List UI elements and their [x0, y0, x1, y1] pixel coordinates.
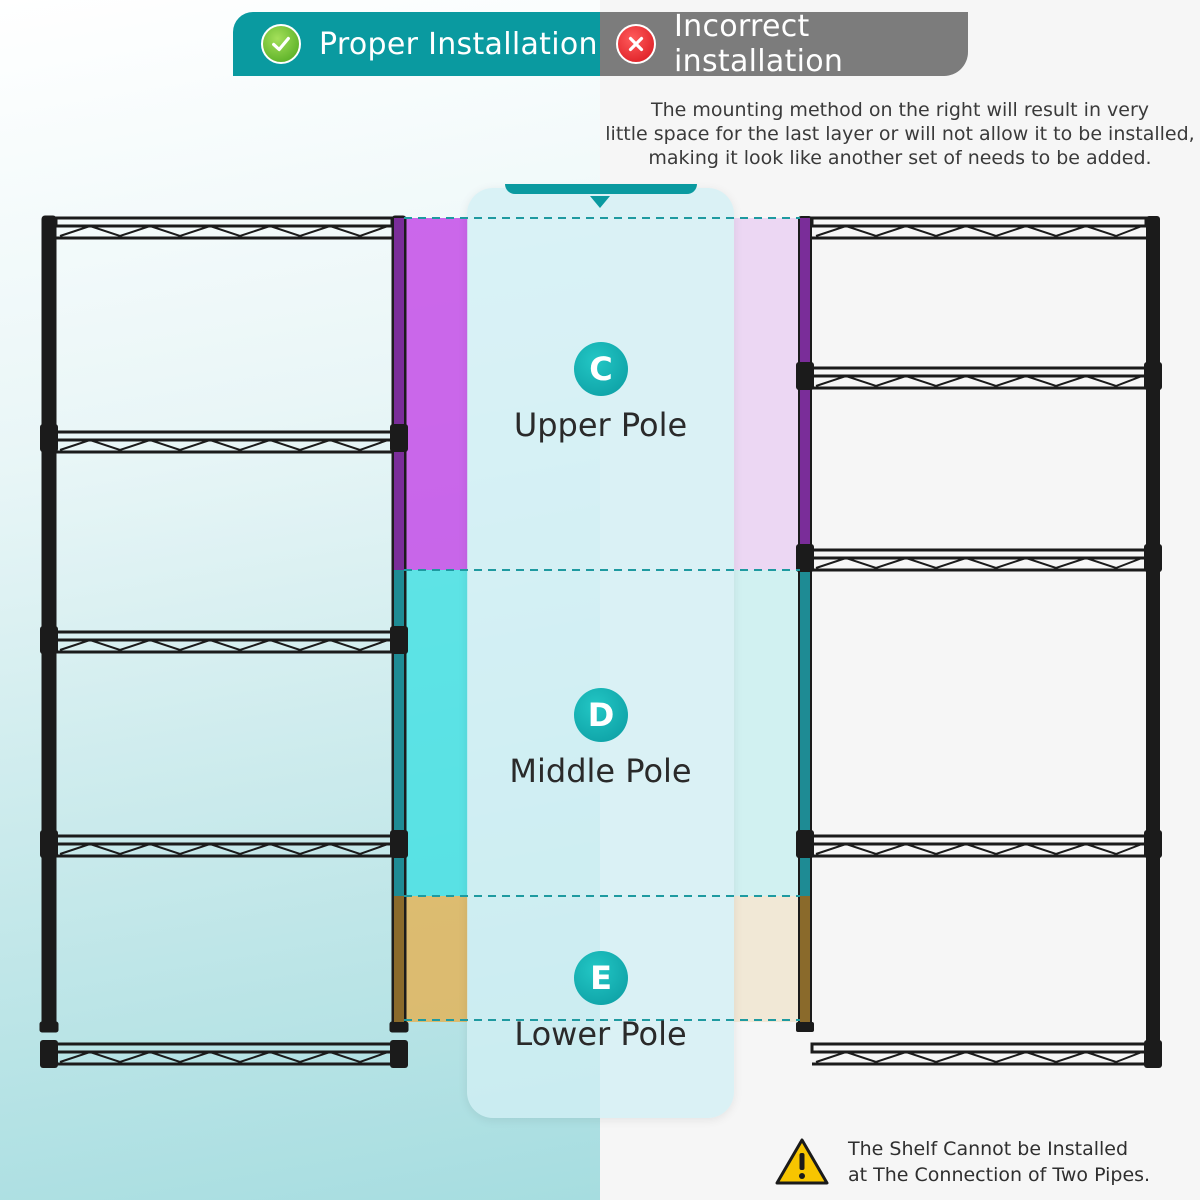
installation-note: The mounting method on the right will re… [600, 98, 1200, 170]
upper-pole-letter-badge: C [574, 342, 628, 396]
cross-icon [616, 24, 656, 64]
note-line-2: little space for the last layer or will … [605, 123, 1195, 145]
warning-line-2: at The Connection of Two Pipes. [848, 1164, 1151, 1186]
lower-pole-band-left [406, 896, 468, 1022]
proper-installation-tab: Proper Installation [233, 12, 600, 76]
middle-pole-band-left [406, 570, 468, 896]
lower-pole-letter-badge: E [574, 951, 628, 1005]
middle-pole-letter-badge: D [574, 688, 628, 742]
proper-installation-label: Proper Installation [319, 26, 598, 62]
panel-pointer [505, 184, 697, 194]
warning-message: The Shelf Cannot be Installed at The Con… [848, 1136, 1150, 1188]
check-icon [261, 24, 301, 64]
upper-pole-band-right [734, 218, 800, 570]
upper-pole-band-left [406, 218, 468, 570]
incorrect-installation-tab: Incorrect installation [600, 9, 968, 79]
incorrect-installation-label: Incorrect installation [674, 9, 844, 79]
right-shelf-wire-shelves [810, 216, 1148, 1066]
lower-pole-label: Lower Pole [514, 1015, 687, 1053]
note-line-1: The mounting method on the right will re… [650, 99, 1150, 121]
lower-pole-band-right [734, 896, 800, 1022]
warning-icon [775, 1138, 829, 1185]
middle-pole-label: Middle Pole [509, 752, 692, 790]
warning-line-1: The Shelf Cannot be Installed [848, 1138, 1129, 1160]
middle-pole-band-right [734, 570, 800, 896]
upper-pole-label: Upper Pole [513, 406, 688, 444]
note-line-3: making it look like another set of needs… [648, 147, 1152, 169]
